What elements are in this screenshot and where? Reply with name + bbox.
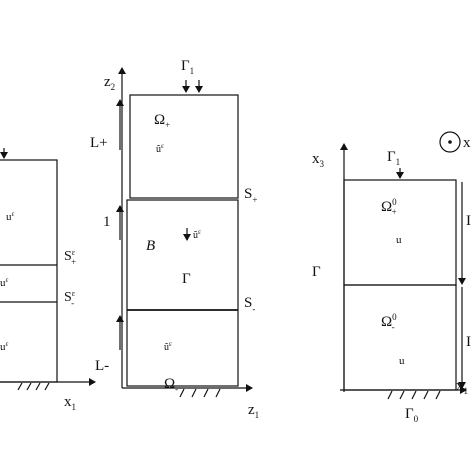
right-omega-top-label: Ω0+ bbox=[381, 197, 397, 217]
right-ground-hatch bbox=[387, 390, 441, 400]
right-panel: x3 Γ1 Γ Ω0+ u Ω0- u Γ0 x1 I I x bbox=[312, 131, 471, 424]
right-edge-bottom-label: I bbox=[466, 334, 471, 350]
right-x-circle-label: x bbox=[463, 135, 471, 151]
middle-omega-minus-label: Ω- bbox=[164, 376, 178, 394]
right-omega-top-box bbox=[343, 179, 457, 286]
right-gamma-label: Γ bbox=[312, 264, 321, 280]
middle-one-label: 1 bbox=[103, 214, 111, 230]
middle-omega-plus-box bbox=[129, 94, 239, 199]
left-u-top: uε bbox=[6, 210, 15, 223]
left-panel: x1 uε uε uε Sε+ Sε- bbox=[0, 148, 96, 412]
middle-u-bottom: ũε bbox=[164, 340, 172, 353]
middle-Gamma-label: Γ bbox=[182, 271, 191, 287]
middle-cell-box bbox=[126, 199, 239, 387]
middle-B-label: B bbox=[146, 238, 155, 254]
right-u-top: u bbox=[396, 234, 402, 246]
middle-u-mid: ũε bbox=[193, 228, 201, 241]
middle-z1-label: z1 bbox=[248, 402, 259, 420]
middle-S-minus-label: S- bbox=[244, 295, 255, 314]
middle-gamma1-label: Γ1 bbox=[181, 58, 194, 76]
middle-S-plus-label: S+ bbox=[244, 186, 257, 205]
middle-ground-hatch bbox=[179, 388, 221, 398]
left-x1-label: x1 bbox=[64, 394, 76, 412]
right-edge-top-label: I bbox=[466, 213, 471, 229]
middle-u-top: ũε bbox=[156, 142, 164, 155]
middle-z2-label: z2 bbox=[104, 74, 115, 92]
middle-Lplus-label: L+ bbox=[90, 135, 108, 151]
right-gamma1-label: Γ1 bbox=[387, 149, 400, 167]
middle-Lminus-label: L- bbox=[95, 358, 109, 374]
left-u-bottom: uε bbox=[0, 340, 9, 353]
right-omega-bottom-box bbox=[343, 284, 457, 391]
left-domain-box bbox=[0, 159, 58, 383]
middle-panel: z2 z1 Γ1 Ω+ ũε L+ 1 L- S+ S- B ũε Γ ũε Ω… bbox=[90, 58, 259, 420]
left-u-mid: uε bbox=[0, 276, 9, 289]
right-u-bottom: u bbox=[399, 355, 405, 367]
out-of-plane-dot bbox=[448, 140, 452, 144]
out-of-plane-circle bbox=[439, 131, 461, 153]
right-x3-label: x3 bbox=[312, 151, 325, 169]
left-s-plus-label: Sε+ bbox=[64, 248, 76, 267]
left-s-minus-label: Sε- bbox=[64, 289, 76, 308]
left-ground-hatch bbox=[17, 382, 50, 391]
middle-omega-plus-label: Ω+ bbox=[154, 112, 170, 130]
right-omega-bottom-label: Ω0- bbox=[381, 312, 397, 332]
right-gamma0-label: Γ0 bbox=[405, 406, 419, 424]
